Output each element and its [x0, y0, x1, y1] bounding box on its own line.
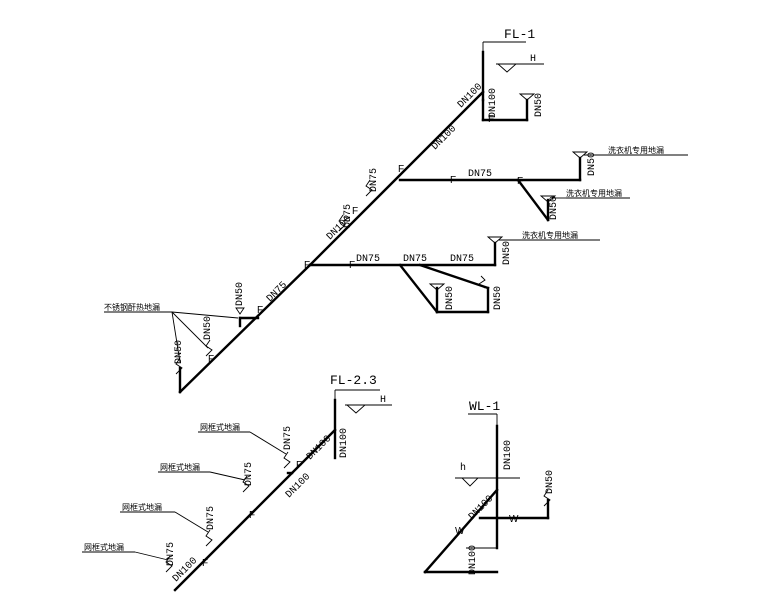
wl1-label: DN100 [503, 440, 514, 470]
fl1-label: DN100 [456, 82, 485, 111]
fitting-f: F [249, 510, 255, 521]
fl1-level-mark [496, 63, 518, 73]
fl1-label: DN75 [369, 168, 380, 192]
fl23-label: DN100 [305, 434, 334, 463]
wl1-title: WL-1 [469, 399, 500, 414]
fitting-f: F [398, 164, 404, 175]
fl23-drain-icon [165, 555, 173, 573]
fl1-note: 洗衣机专用地漏 [608, 145, 664, 155]
wl1-level-mark [460, 477, 480, 487]
fl1-washer-drain-icon [486, 236, 504, 244]
fl23-label: DN75 [166, 542, 177, 566]
fl23-title: FL-2.3 [330, 373, 377, 388]
wl1-floor-label: h [460, 462, 466, 474]
fl23-main-pipe [173, 428, 337, 592]
fl1-label: DN50 [493, 286, 504, 310]
fl1-note: 洗衣机专用地漏 [522, 230, 578, 240]
fl23-label: DN75 [283, 426, 294, 450]
system-wl1: WL-1 DN100 h DN100 W W DN50 DN100 [423, 399, 556, 575]
fl23-drain-icon [242, 475, 250, 493]
fitting-f: F [349, 260, 355, 271]
fl1-lower-pipe [178, 263, 312, 394]
fl1-drain-icon [518, 93, 536, 101]
wl1-label: DN100 [468, 545, 479, 575]
fl1-label: DN100 [488, 88, 499, 118]
fl23-note: 网框式地漏 [160, 462, 200, 472]
fl23-drain-icon [283, 451, 291, 469]
fl1-label: DN50 [235, 282, 246, 306]
fitting-f: F [202, 558, 208, 569]
fl1-washer-drain-icon [539, 195, 557, 203]
fl1-roof-label: H [530, 54, 536, 65]
fl1-label: DN50 [534, 93, 545, 117]
fitting-w: W [509, 514, 519, 525]
system-fl23: FL-2.3 H DN100 DN100 F DN100 F F DN100 D… [82, 373, 392, 592]
wl1-label: DN50 [545, 470, 556, 494]
fl1-label: DN75 [343, 204, 354, 228]
fl1-label: DN50 [549, 196, 560, 220]
fl23-label: DN75 [206, 506, 217, 530]
fitting-f: F [352, 206, 358, 217]
fl1-label: DN100 [430, 124, 459, 153]
fl1-label: DN75 [356, 254, 380, 265]
fl1-label: DN50 [445, 286, 456, 310]
fitting-f: F [208, 354, 214, 365]
fl23-label: DN75 [244, 462, 255, 486]
fitting-f: F [257, 305, 263, 316]
fl1-trap-icon [365, 179, 373, 197]
wl1-branch [423, 488, 499, 574]
fl1-trap-icon [205, 339, 213, 357]
fl1-label: DN50 [174, 340, 185, 364]
fl1-label: DN75 [265, 280, 290, 305]
fl1-label: DN50 [587, 152, 598, 176]
fl1-washer-drain-icon [571, 151, 589, 159]
fl23-drain-icon [205, 529, 213, 547]
fl23-roof-label: H [380, 395, 386, 406]
fl1-note: 不锈钢酐热地漏 [104, 302, 160, 312]
fl1-label: DN50 [203, 316, 214, 340]
fl1-title: FL-1 [504, 27, 535, 42]
fitting-f: F [488, 114, 494, 125]
fl23-level-mark [345, 404, 367, 414]
system-fl1: FL-1 H DN100 F DN50 DN100 DN100 F DN75 F… [104, 27, 688, 394]
fitting-f: F [304, 260, 310, 271]
fl1-main-pipe [308, 90, 485, 267]
fitting-w: W [455, 526, 465, 537]
fitting-f: F [450, 175, 456, 186]
fl1-label: DN75 [403, 254, 427, 265]
fl1-label: DN75 [468, 169, 492, 180]
fl1-trap-icon [175, 357, 183, 375]
fl1-floor-drain-icon [428, 283, 446, 291]
fl1-note: 洗衣机专用地漏 [566, 188, 622, 198]
fl1-label: DN75 [450, 254, 474, 265]
fl23-label: DN100 [339, 428, 350, 458]
fl23-note: 网框式地漏 [122, 502, 162, 512]
fl1-floor-drain-icon [235, 307, 245, 315]
fitting-f: F [296, 460, 302, 471]
fl1-label: DN50 [502, 241, 513, 265]
fl1-trap-icon [338, 214, 346, 232]
fl23-note: 网框式地漏 [200, 422, 240, 432]
wl1-drain-icon [543, 489, 551, 507]
fl23-note: 网框式地漏 [84, 542, 124, 552]
fl1-trap-icon [478, 275, 486, 289]
